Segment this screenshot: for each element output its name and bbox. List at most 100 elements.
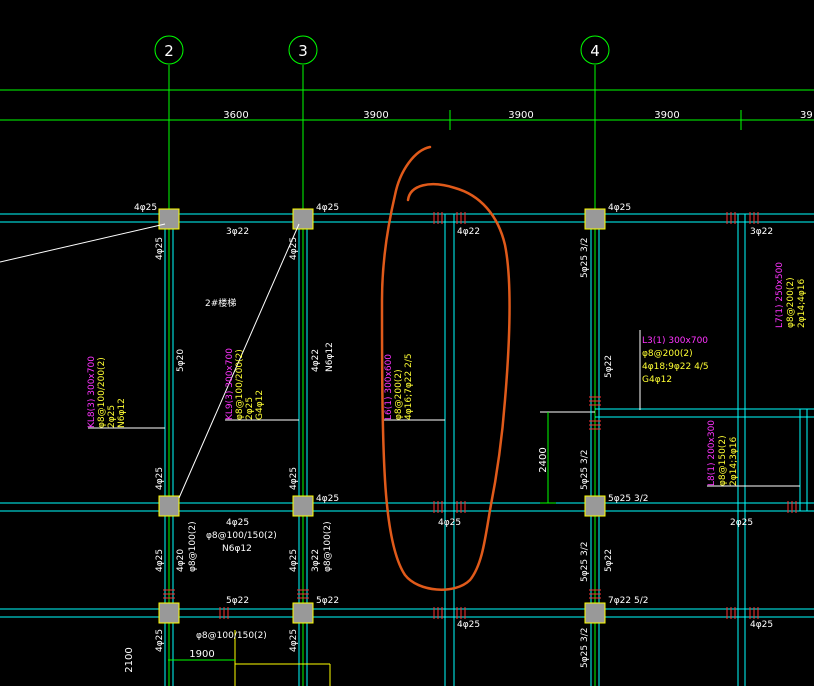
beam-row-1[interactable] [0,213,814,223]
rebar-label: 4φ22 [311,349,321,372]
rebar-label: 3φ22 [226,227,249,237]
dim-3900-b: 3900 [508,110,533,121]
beam-row-sec[interactable] [540,408,814,418]
rebar-label: 4φ25 [155,629,165,652]
dim-2400 [168,412,556,661]
rebar-label: 4φ25 [155,237,165,260]
rebar-label: 4φ25 [155,467,165,490]
l6-top: 4φ16;7φ22 2/5 [404,353,414,420]
axis-bubble-2[interactable] [154,35,184,65]
l3-n: G4φ12 [642,375,672,385]
column[interactable] [584,602,606,624]
rebar-label: 4φ25 [316,494,339,504]
column[interactable] [158,602,180,624]
kl8-n: N6φ12 [117,398,127,428]
rebar-label: 4φ25 [438,518,461,528]
rebar-label: 4φ25 [155,549,165,572]
l7-stirrup: φ8@200(2) [786,277,796,328]
rebar-label: 4φ25 [289,629,299,652]
leader-lines [88,330,800,487]
beam-col-l8[interactable] [799,409,808,511]
beam-row-2[interactable] [0,502,814,512]
rebar-label: N6φ12 [222,544,252,554]
room-label: 2#楼梯 [205,297,236,309]
rebar-label: 4φ25 [226,518,249,528]
column[interactable] [584,208,606,230]
rebar-label: 5φ22 [604,549,614,572]
dim-3900-a: 3900 [363,110,388,121]
kl9-n: G4φ12 [255,390,265,420]
l6-label: L6(1) 300x600 [384,354,394,420]
rebar-label: N6φ12 [325,342,335,372]
l7-top: 2φ14;4φ16 [797,278,807,328]
support-marks [163,212,797,619]
axis-bubble-3[interactable] [288,35,318,65]
kl8-stirrup: φ8@100/200(2) [97,357,107,428]
axis-label-2: 2 [164,42,174,60]
l6-stirrup: φ8@200(2) [394,369,404,420]
stair-line [0,223,166,263]
l8-stirrup: φ8@150(2) [718,435,728,486]
axis-label-3: 3 [298,42,308,60]
rebar-label: 4φ25 [289,237,299,260]
rebar-label: 5φ25 3/2 [608,494,648,504]
rebar-label: 5φ22 [316,596,339,606]
rebar-label: 5φ20 [176,349,186,372]
dim-2400-text: 2400 [538,447,549,472]
rebar-label: 4φ25 [289,467,299,490]
l3-label: L3(1) 300x700 [642,336,708,346]
rebar-label: 5φ25 3/2 [580,542,590,582]
detail-box [234,630,331,686]
rebar-label: φ8@100/150(2) [206,531,277,541]
rebar-label: φ8@100(2) [323,521,333,572]
l8-top: 2φ14;3φ16 [729,436,739,486]
rebar-label: 3φ22 [311,549,321,572]
kl8-top: 2φ25 [107,405,117,428]
dim-2100-text: 2100 [124,647,135,672]
rebar-label: 4φ25 [750,620,773,630]
kl9-top: 2φ25 [245,397,255,420]
kl9-stirrup: φ8@100/200(2) [235,349,245,420]
l3-stirrup: φ8@200(2) [642,349,693,359]
rebar-label: φ8@100/150(2) [196,631,267,641]
dim-1900-text: 1900 [189,649,214,660]
l3-top: 4φ18;9φ22 4/5 [642,362,709,372]
rebar-label: 4φ25 [289,549,299,572]
rebar-label: 4φ25 [457,620,480,630]
rebar-label: 3φ22 [750,227,773,237]
rebar-label: 4φ25 [134,203,157,213]
markup-cloud[interactable] [380,145,511,591]
beam-row-3[interactable] [0,608,814,618]
column[interactable] [158,495,180,517]
rebar-label: 5φ25 3/2 [580,450,590,490]
rebar-label: 2φ25 [730,518,753,528]
axis-bubble-4[interactable] [580,35,610,65]
l7-label: L7(1) 250x500 [775,262,785,328]
rebar-label: φ8@100(2) [188,521,198,572]
rebar-label: 5φ22 [604,355,614,378]
axis-label-4: 4 [590,42,600,60]
beam-col-l6[interactable] [444,214,455,686]
column[interactable] [292,208,314,230]
column[interactable] [158,208,180,230]
stair-line [178,223,300,499]
rebar-label: 7φ22 5/2 [608,596,648,606]
l8-label: L8(1) 200x300 [707,420,717,486]
dim-3900-c: 3900 [654,110,679,121]
dim-39: 39 [800,110,813,121]
rebar-label: 5φ25 3/2 [580,628,590,668]
beam-col-5[interactable] [737,214,746,686]
rebar-label: 5φ22 [226,596,249,606]
rebar-label: 4φ25 [608,203,631,213]
kl9-label: KL9(3) 300x700 [225,348,235,420]
column[interactable] [584,495,606,517]
rebar-label: 4φ20 [176,549,186,572]
rebar-label: 4φ25 [316,203,339,213]
kl8-label: KL8(3) 300x700 [87,356,97,428]
column[interactable] [292,495,314,517]
dim-3600: 3600 [223,110,248,121]
rebar-label: 4φ22 [457,227,480,237]
column[interactable] [292,602,314,624]
